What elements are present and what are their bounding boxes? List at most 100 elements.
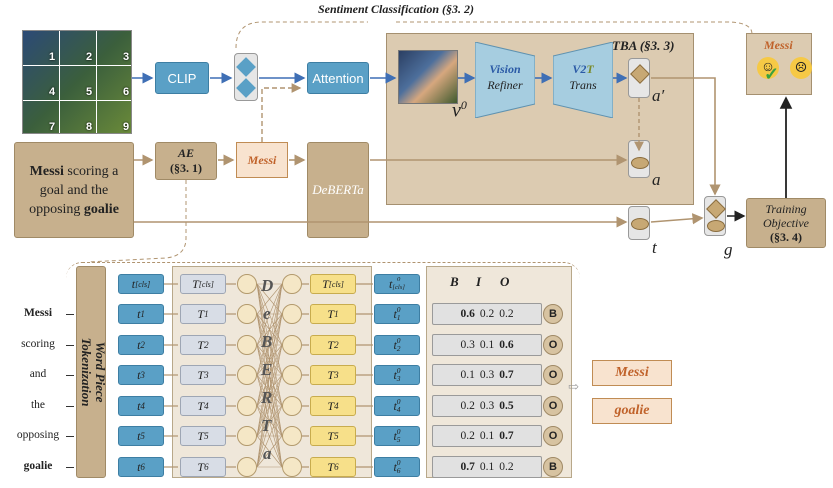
encoder-node-cls-left (237, 274, 257, 294)
deberta-letter: T (261, 416, 272, 435)
prob-value: 0.2 (499, 461, 514, 473)
token-index: 4 (140, 401, 145, 411)
prob-value: 0.6 (499, 339, 514, 351)
word-dash (66, 467, 74, 468)
token-index: 4 (396, 405, 401, 414)
deberta-letter: D (261, 276, 274, 295)
prob-value: 0.3 (460, 339, 475, 351)
ae-line2: (§3. 1) (170, 161, 202, 175)
encoder-node-right (282, 335, 302, 355)
bio-tag: B (543, 304, 563, 324)
word-dash (66, 436, 74, 437)
bio-tag: O (543, 426, 563, 446)
encoder-node-right (282, 304, 302, 324)
encoder-node-left (237, 396, 257, 416)
token-index: 6 (396, 466, 401, 475)
vision-refiner-line2: Refiner (487, 78, 523, 92)
checkmark-icon: ✓ (764, 64, 780, 84)
cls-t0: t (389, 276, 393, 291)
v0-sup: 0 (460, 98, 467, 112)
prob-value: 0.5 (499, 400, 514, 412)
bio-tag: B (543, 457, 563, 477)
token-index: 3 (140, 370, 145, 380)
player-image (398, 50, 458, 104)
grid-number: 9 (123, 121, 130, 133)
grid-number: 6 (123, 86, 130, 98)
prob-value: 0.2 (499, 308, 514, 320)
word-dash (66, 345, 74, 346)
training-objective-box: Training Objective (§3. 4) (746, 198, 826, 248)
word-dash (66, 406, 74, 407)
token-index: 6 (140, 462, 145, 472)
prob-value: 0.2 (460, 430, 475, 442)
token-index: 2 (204, 340, 209, 350)
word-label: Messi (23, 307, 53, 319)
a-prime-label: a′ (652, 86, 665, 105)
input-bold2: goalie (83, 201, 119, 217)
deberta-letter: E (261, 360, 273, 379)
word-label: and (29, 368, 47, 380)
token-index: 5 (204, 431, 209, 441)
word-label: opposing (16, 429, 60, 441)
token-index: 5 (140, 431, 145, 441)
encoder-node-left (237, 457, 257, 477)
a-label: a (652, 170, 661, 189)
prob-value: 0.2 (460, 400, 475, 412)
encoder-node-right (282, 396, 302, 416)
vision-refiner-line1: Vision (489, 62, 521, 76)
word-label: scoring (21, 338, 55, 350)
v2t-t: T (586, 62, 594, 76)
input-rest1: scoring a goal and the opposing (29, 163, 119, 217)
word-dash (66, 314, 74, 315)
bio-tag: O (543, 365, 563, 385)
cls-t: t (131, 276, 136, 291)
prob-value: 0.3 (479, 400, 495, 412)
token-index: 1 (140, 309, 145, 319)
v0-base: v (452, 99, 461, 122)
bio-tag: O (543, 335, 563, 355)
deberta-vertical-text: D e B E R T a (256, 268, 286, 468)
a-block (628, 140, 650, 178)
tba-title: TBA (§3. 3) (612, 38, 675, 53)
cls-T: T (192, 276, 199, 291)
attention-box: Attention (307, 62, 369, 94)
ae-box: AE (§3. 1) (155, 142, 217, 180)
vision-refiner-shape (475, 42, 535, 118)
token-index: 2 (140, 340, 145, 350)
word-label: the (30, 399, 46, 411)
training-line1: Training (765, 202, 807, 216)
deberta-letter: R (261, 388, 273, 407)
sentiment-classification-title: Sentiment Classification (§3. 2) (318, 2, 475, 16)
prob-value: 0.1 (460, 369, 475, 381)
encoder-node-right (282, 426, 302, 446)
bio-header-o: O (500, 274, 510, 289)
grid-number: 1 (49, 51, 56, 63)
prob-value: 0.1 (479, 461, 495, 473)
token-index: 3 (396, 374, 401, 383)
grid-number: 2 (86, 51, 93, 63)
v2t-v2: V2 (572, 62, 587, 76)
concat-block (234, 53, 258, 101)
encoder-node-left (237, 335, 257, 355)
